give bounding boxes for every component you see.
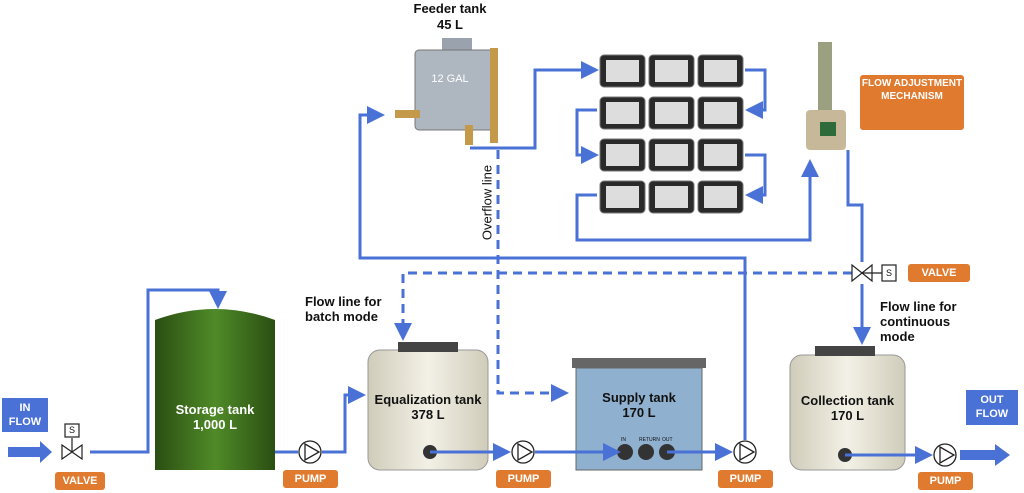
collection-tank-name: Collection tank (800, 393, 895, 408)
pump-label-4: PUMP (918, 472, 973, 490)
panel-grid (704, 60, 737, 82)
panel-grid (704, 102, 737, 124)
collection-tank (789, 346, 906, 471)
pipes (90, 61, 933, 464)
feeder-tank-marking: 12 GAL (431, 73, 469, 85)
valve-solenoid-right: S (885, 268, 892, 278)
panel-grid (655, 186, 688, 208)
feeder-tank-title: Feeder tank (413, 1, 487, 16)
in-flow-arrow (8, 441, 52, 463)
valve-label-left: VALVE (55, 472, 105, 490)
panel-grid (606, 186, 639, 208)
panel-grid (606, 102, 639, 124)
equalization-tank-name: Equalization tank (374, 392, 482, 407)
storage-tank-name: Storage tank (175, 402, 255, 417)
out-flow-arrow (960, 444, 1010, 466)
port-in: IN (621, 437, 626, 443)
in-flow-label: IN FLOW (2, 398, 48, 432)
feeder-tank-volume: 45 L (436, 17, 463, 32)
out-flow-label: OUT FLOW (966, 390, 1018, 425)
pump-label-1: PUMP (283, 470, 338, 488)
solar-panel-array (599, 54, 744, 214)
storage-tank (155, 309, 275, 470)
flow-adjustment-device (806, 42, 846, 150)
panel-grid (606, 144, 639, 166)
storage-tank-volume: 1,000 L (192, 417, 238, 432)
panel-grid (655, 102, 688, 124)
panel-grid (655, 60, 688, 82)
valve-symbols (61, 263, 897, 461)
collection-tank-volume: 170 L (830, 408, 865, 423)
equalization-tank-volume: 378 L (411, 407, 445, 422)
port-out: OUT (662, 437, 673, 443)
pump-label-3: PUMP (718, 470, 773, 488)
flow-adjustment-label: FLOW ADJUSTMENT MECHANISM (860, 75, 964, 130)
supply-tank-volume: 170 L (622, 405, 656, 420)
port-return: RETURN (639, 437, 660, 443)
supply-tank-name: Supply tank (602, 390, 676, 405)
panel-grid (704, 186, 737, 208)
panel-grid (655, 144, 688, 166)
panel-grid (606, 60, 639, 82)
pump-symbols (298, 440, 957, 467)
panel-grid (704, 144, 737, 166)
continuous-mode-label: Flow line for continuous mode (880, 299, 957, 344)
pump-label-2: PUMP (496, 470, 551, 488)
feeder-tank (395, 38, 498, 145)
overflow-line-label: Overflow line (479, 164, 495, 241)
valve-label-right: VALVE (908, 264, 970, 282)
valve-solenoid-left: S (68, 425, 75, 435)
batch-mode-label: Flow line for batch mode (305, 294, 382, 324)
